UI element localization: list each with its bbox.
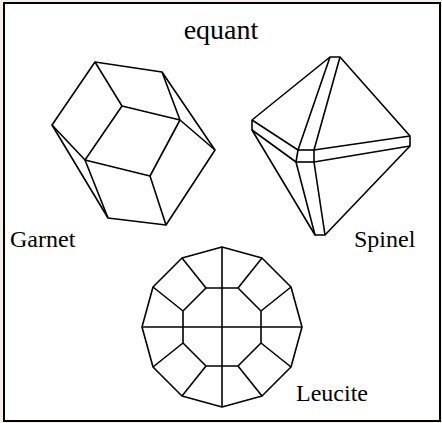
mineral-label: Spinel (354, 226, 415, 253)
mineral-label: Leucite (296, 380, 368, 407)
leucite-crystal (142, 247, 302, 407)
diagram-title: equant (184, 14, 259, 46)
garnet-crystal (52, 62, 215, 225)
mineral-label: Garnet (10, 226, 75, 253)
spinel-crystal (252, 57, 410, 235)
